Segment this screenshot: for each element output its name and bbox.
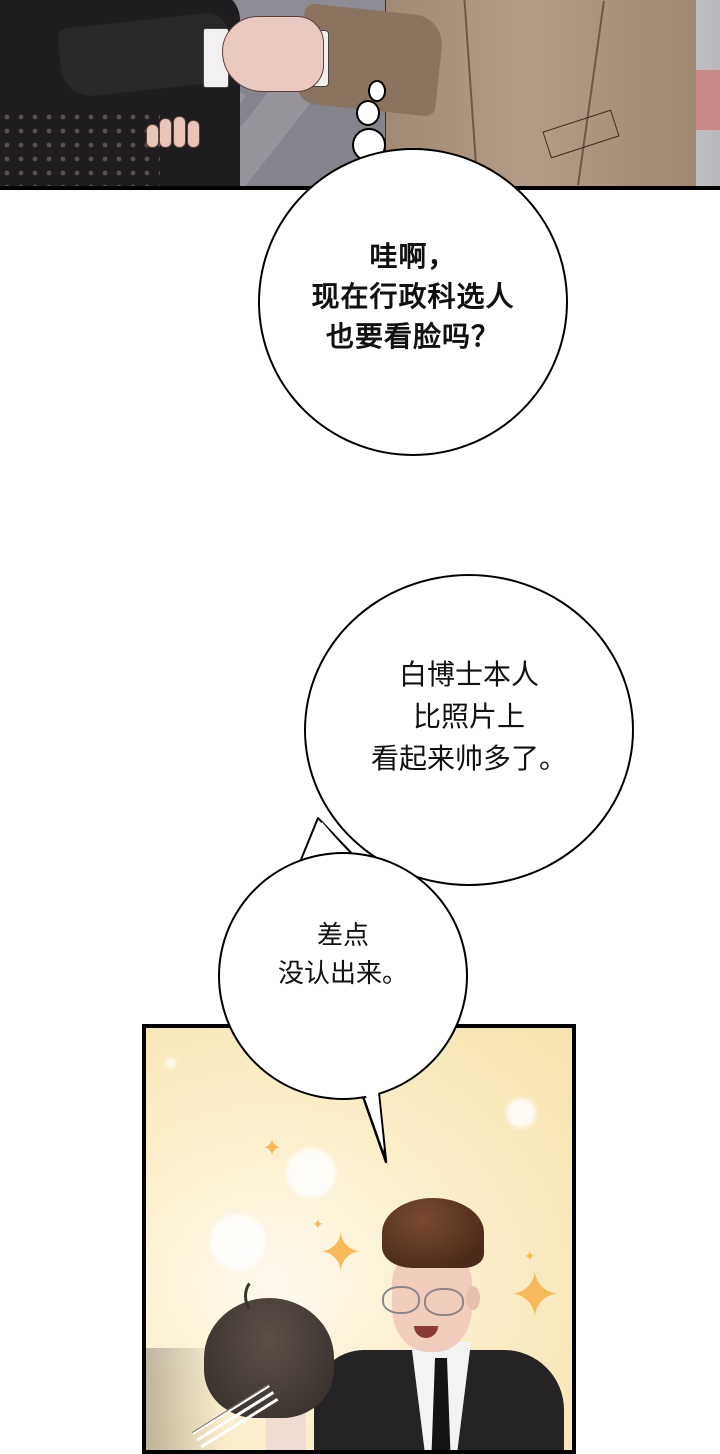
speech-bubble: 差点 没认出来。 bbox=[218, 852, 468, 1100]
sparkle-icon: ✦ bbox=[508, 1259, 562, 1333]
glasses-icon bbox=[424, 1288, 464, 1316]
sparkle-icon: ✦ bbox=[524, 1249, 536, 1265]
boy-hair bbox=[204, 1298, 334, 1418]
speech-bubble-text: 白博士本人 比照片上 看起来帅多了。 bbox=[370, 658, 567, 775]
thought-trail-dot bbox=[356, 100, 380, 126]
thought-bubble-text: 哇啊， 现在行政科选人 也要看脸吗？ bbox=[311, 240, 515, 353]
speech-bubble: 白博士本人 比照片上 看起来帅多了。 bbox=[304, 574, 634, 886]
bokeh-light bbox=[506, 1098, 536, 1128]
sparkle-icon: ✦ bbox=[312, 1217, 324, 1233]
sparkle-icon: ✦ bbox=[262, 1134, 283, 1162]
handshake-hands bbox=[222, 16, 324, 92]
man-ear bbox=[466, 1286, 480, 1310]
thought-bubble: 哇啊， 现在行政科选人 也要看脸吗？ bbox=[258, 148, 568, 456]
panel-smiling-man: ✦ ✦ ✦ ✦ ✦ bbox=[142, 1024, 576, 1454]
glasses-icon bbox=[382, 1286, 420, 1314]
hanging-fingers bbox=[146, 112, 204, 148]
bokeh-light bbox=[286, 1148, 336, 1198]
man-smile bbox=[414, 1326, 438, 1338]
man-hair bbox=[382, 1198, 484, 1268]
boy-hair-strand bbox=[244, 1278, 270, 1314]
halftone-pattern bbox=[0, 110, 160, 186]
bokeh-light bbox=[210, 1214, 266, 1270]
panel-handshake bbox=[0, 0, 720, 190]
man-black-tie bbox=[431, 1358, 451, 1450]
sparkle-icon: ✦ bbox=[318, 1221, 364, 1284]
thought-trail-dot bbox=[368, 80, 386, 102]
bokeh-light bbox=[166, 1058, 176, 1068]
speech-bubble-text: 差点 没认出来。 bbox=[277, 920, 408, 989]
